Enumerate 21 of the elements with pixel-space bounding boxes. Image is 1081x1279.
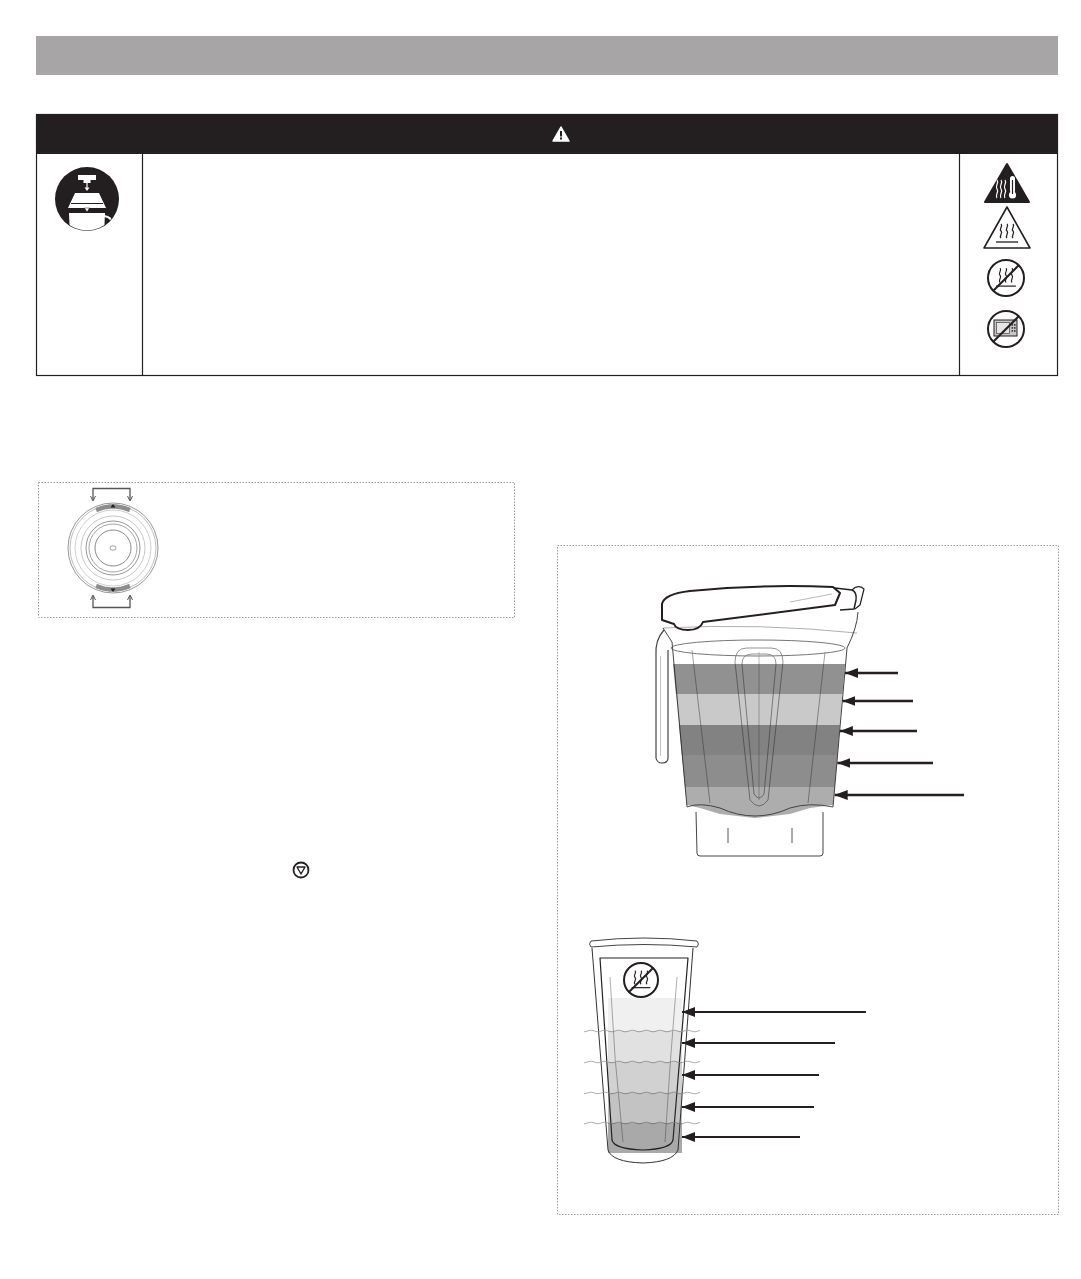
leader-arrow bbox=[681, 1038, 836, 1048]
fill-level-band bbox=[678, 725, 840, 755]
leader-arrow bbox=[845, 668, 898, 678]
leader-arrow bbox=[681, 1102, 815, 1112]
leader-arrow bbox=[681, 1007, 867, 1017]
leader-arrow bbox=[839, 726, 917, 736]
fill-level-band bbox=[681, 755, 838, 787]
leader-arrow bbox=[681, 1070, 820, 1080]
fill-level-band bbox=[608, 1093, 682, 1123]
fill-level-band bbox=[608, 998, 682, 1031]
title-bar bbox=[36, 36, 1058, 75]
fill-level-band bbox=[608, 1123, 682, 1153]
leader-arrow bbox=[837, 758, 933, 768]
fill-level-band bbox=[685, 787, 835, 818]
fill-level-band bbox=[608, 1031, 682, 1062]
fill-level-band bbox=[673, 664, 845, 694]
fill-level-band bbox=[675, 694, 843, 725]
leader-arrow bbox=[834, 790, 964, 800]
leader-arrow bbox=[681, 1132, 801, 1142]
leader-arrow bbox=[842, 696, 913, 706]
fill-level-band bbox=[608, 1062, 682, 1093]
